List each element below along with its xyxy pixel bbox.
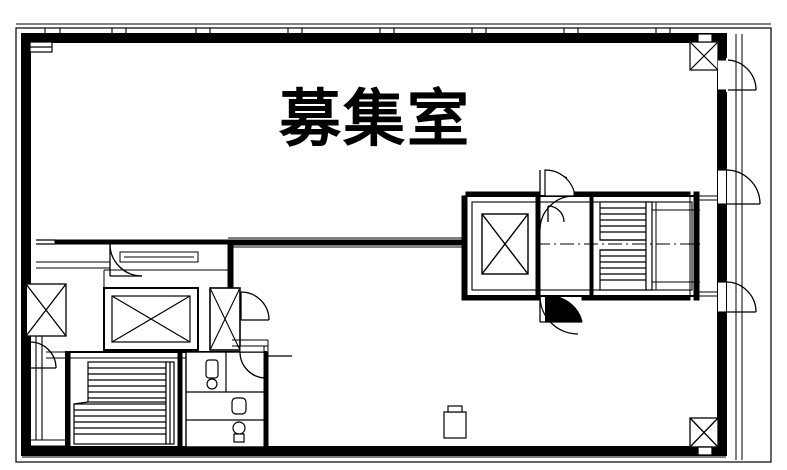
center-details xyxy=(232,339,269,353)
elevator-box-left xyxy=(103,287,199,351)
core-top-wall xyxy=(465,191,691,301)
core-outer-verticals xyxy=(461,191,700,301)
stairs-right xyxy=(599,201,653,291)
left-shaft-box xyxy=(22,283,67,337)
lobby-right-wall xyxy=(263,351,292,448)
top-right-column xyxy=(689,33,719,71)
bottom-center-column xyxy=(443,405,467,439)
restroom-fixtures xyxy=(205,359,247,443)
core-centerline xyxy=(536,196,700,296)
restroom-block xyxy=(185,351,267,448)
shaft-door-swing xyxy=(240,291,270,321)
lower-left-detail xyxy=(30,351,66,447)
core-to-wall-lines xyxy=(699,195,718,297)
elevator-box-right xyxy=(481,213,529,275)
right-wall-opening-edges xyxy=(718,59,726,313)
shaft-box-left-b xyxy=(209,287,241,351)
top-left-column xyxy=(29,41,53,53)
left-lower-door-swing xyxy=(29,341,57,369)
bottom-right-column xyxy=(689,417,719,456)
top-wall-mullions xyxy=(44,28,671,42)
room-label-vacant: 募集室 xyxy=(278,82,471,155)
lobby-ceiling-lines xyxy=(103,251,228,288)
left-upper-partition xyxy=(36,239,231,245)
right-wall-openings xyxy=(718,58,728,312)
stair-enclosure-wall xyxy=(65,351,183,448)
stairs-left xyxy=(73,361,175,445)
lobby-door-swing-left xyxy=(109,243,143,277)
